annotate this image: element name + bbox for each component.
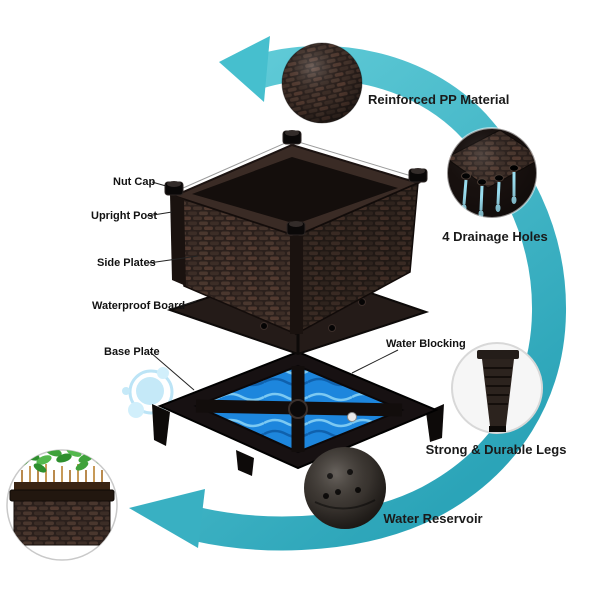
leader-lines [146, 181, 399, 391]
base-plate-illustration [152, 350, 444, 476]
upright-post-left [170, 194, 186, 286]
planted-box-icon [6, 449, 118, 561]
base-plate-label: Base Plate [104, 346, 160, 358]
drainage-holes-label: 4 Drainage Holes [442, 228, 548, 244]
durable-legs-label: Strong & Durable Legs [425, 441, 567, 457]
nut-cap-icon [286, 221, 306, 236]
water-splash-icon [122, 367, 174, 418]
pp-material-icon [281, 42, 363, 124]
water-reservoir-label: Water Reservoir [383, 510, 483, 526]
waterproof-board-label: Waterproof Board [92, 300, 186, 312]
upright-post-label: Upright Post [91, 210, 157, 222]
nut-cap-label: Nut Cap [113, 176, 156, 188]
planter-box-illustration [164, 130, 428, 336]
upright-post-front [290, 236, 303, 334]
water-blocking-label: Water Blocking [386, 338, 466, 350]
water-reservoir-icon [304, 447, 386, 529]
arrowhead-top-icon [219, 36, 270, 102]
nut-cap-icon [164, 181, 184, 196]
durable-legs-icon [451, 342, 543, 434]
flow-arrow [129, 36, 567, 551]
reinforced-pp-label: Reinforced PP Material [368, 92, 510, 107]
drainage-holes-icon [446, 127, 538, 219]
nut-cap-icon [408, 168, 428, 183]
side-plates-label: Side Plates [97, 257, 156, 269]
arrowhead-bottom-icon [129, 489, 205, 548]
nut-cap-icon [282, 130, 302, 145]
